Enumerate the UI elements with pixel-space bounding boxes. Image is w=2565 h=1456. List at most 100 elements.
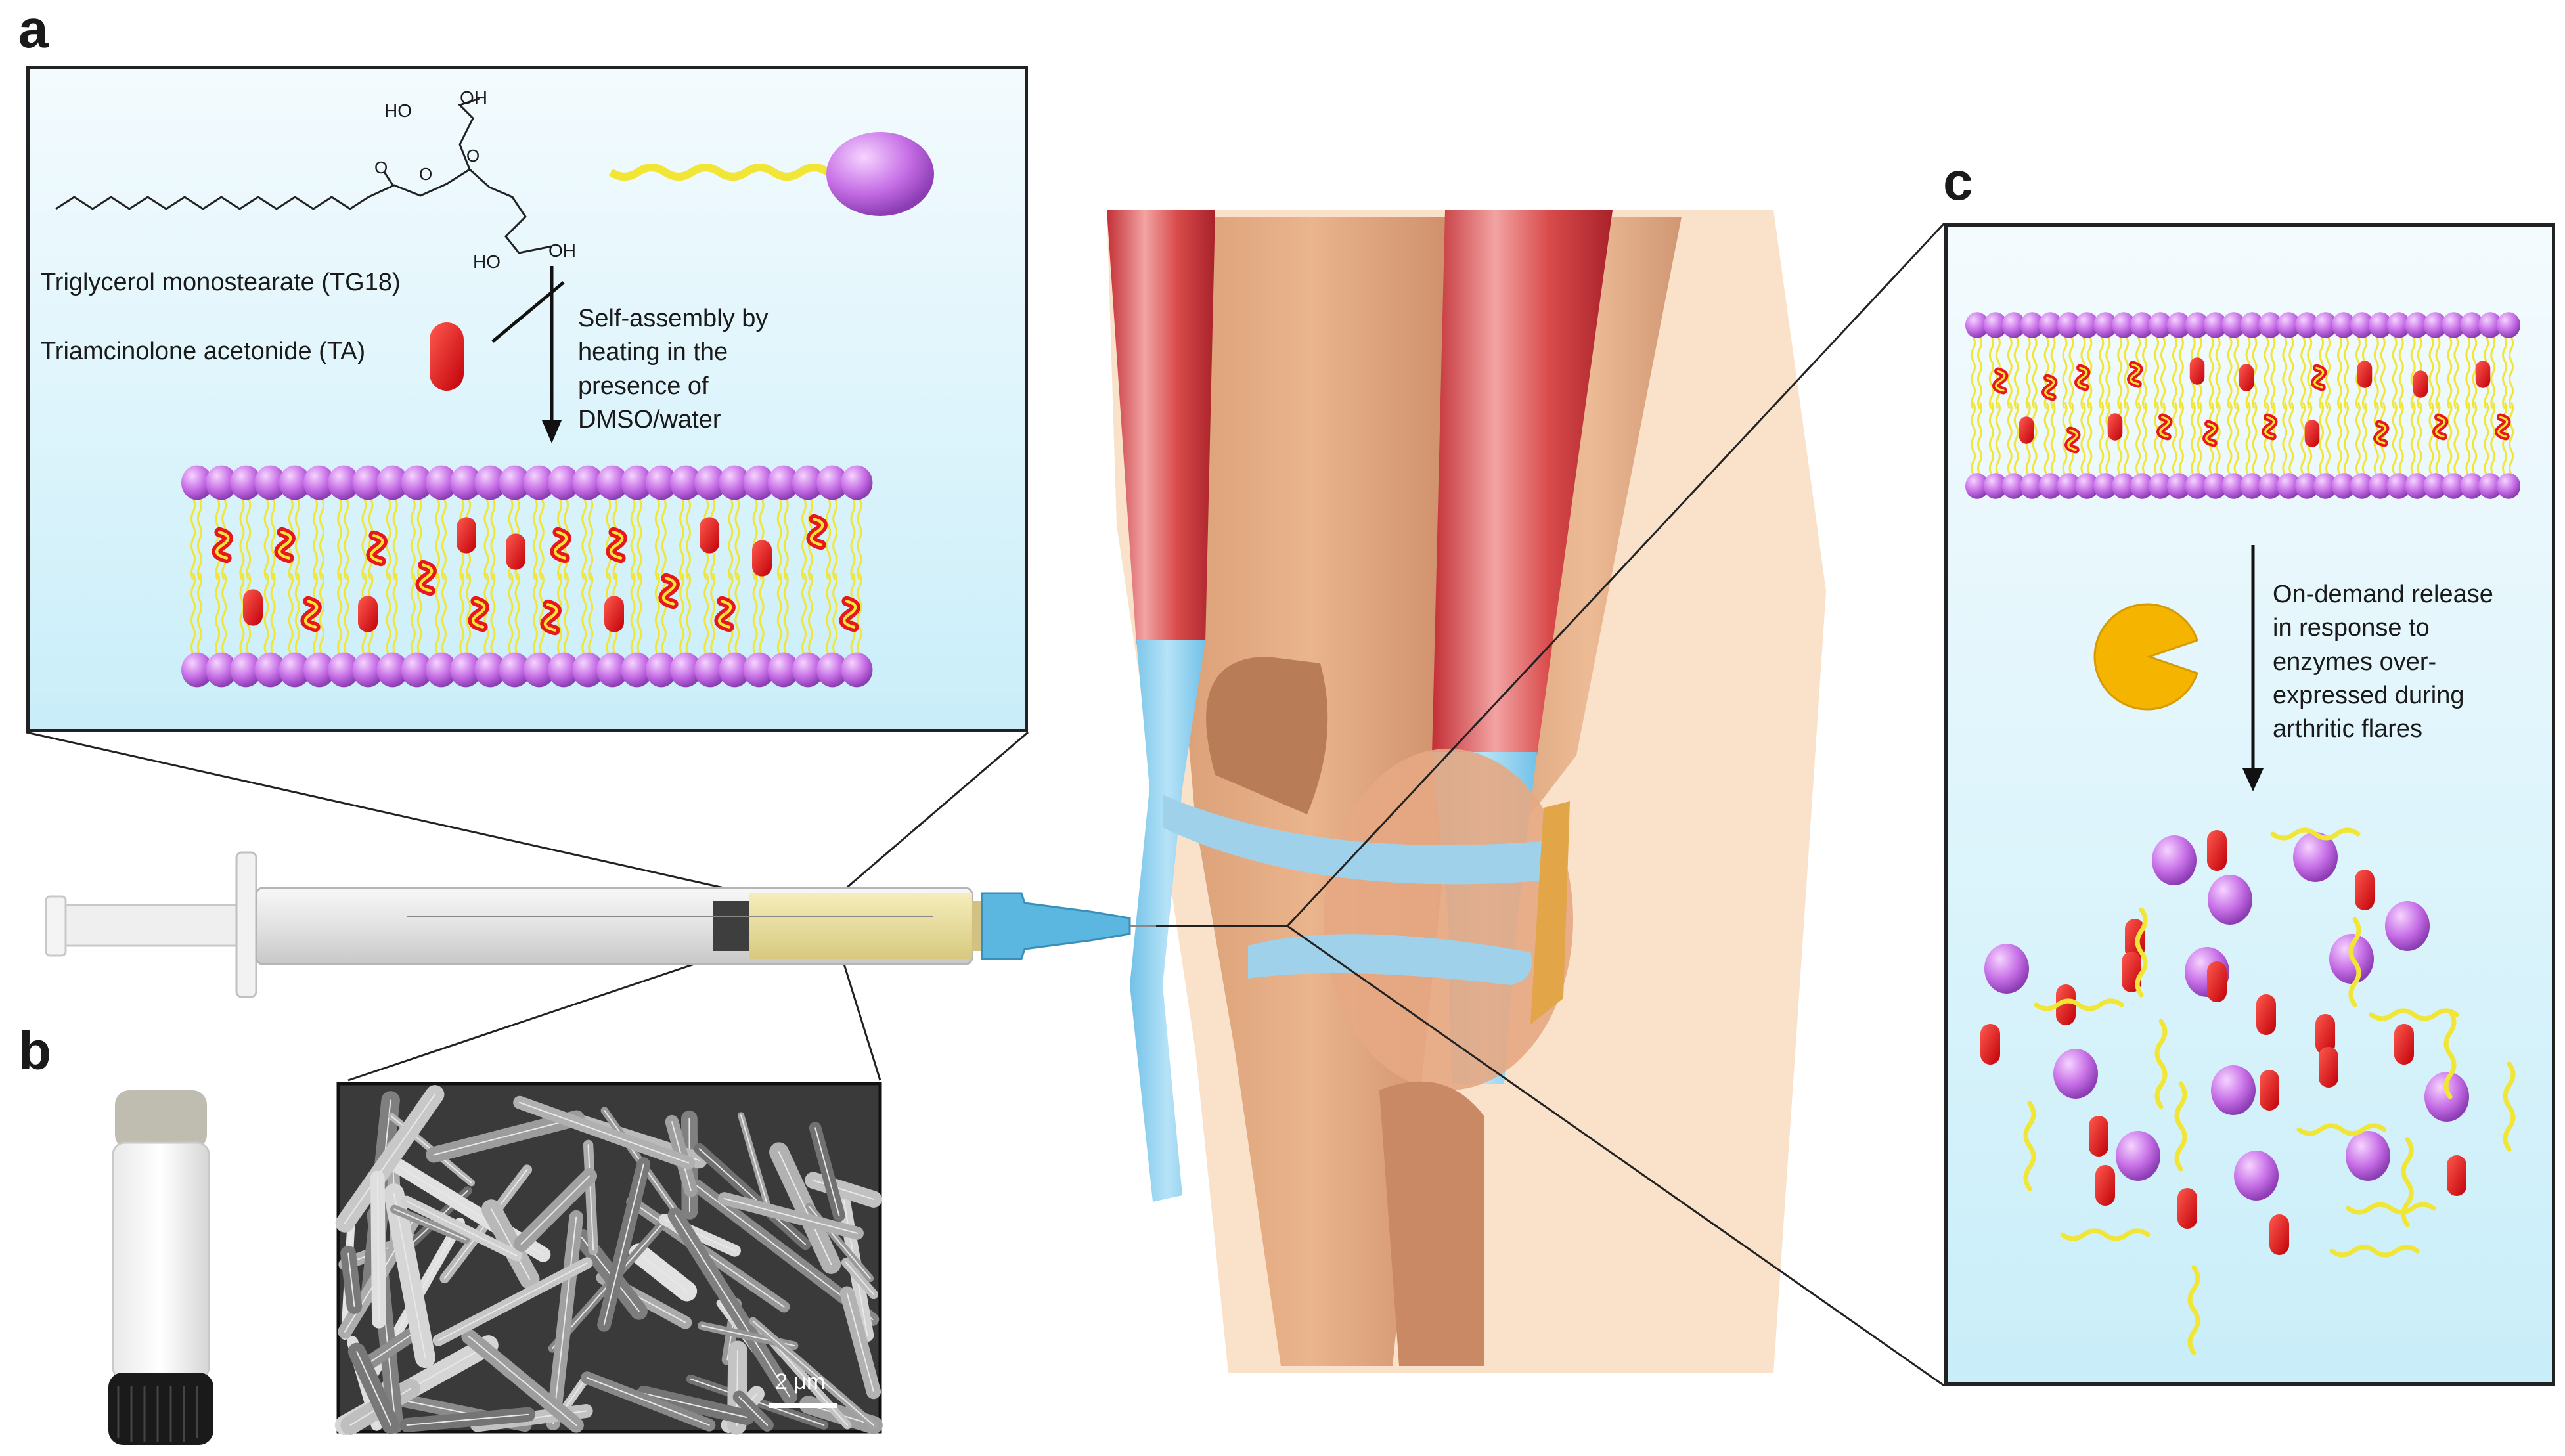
lipid-head bbox=[2313, 312, 2338, 338]
lipid-head bbox=[2203, 473, 2227, 499]
tg18-label: Triglycerol monostearate (TG18) bbox=[41, 269, 401, 296]
lipid-head bbox=[2149, 312, 2172, 338]
lipid-head bbox=[792, 465, 824, 500]
released-lipid-tail bbox=[2348, 917, 2361, 1007]
drug-capsule bbox=[430, 322, 464, 391]
lipid-head bbox=[2130, 473, 2154, 499]
lipid-head bbox=[2038, 473, 2063, 499]
lipid-head bbox=[2258, 312, 2283, 338]
drug-squiggle bbox=[839, 596, 860, 632]
released-lipid-tail bbox=[2329, 1245, 2420, 1258]
released-lipid-head bbox=[2152, 835, 2197, 885]
lipid-head bbox=[2038, 312, 2063, 338]
released-lipid-tail bbox=[2443, 1009, 2457, 1099]
hydroxyl-label-2: OH bbox=[460, 87, 487, 108]
lipid-head bbox=[181, 652, 213, 688]
released-lipid-head bbox=[2208, 875, 2252, 925]
vial-icon bbox=[108, 1090, 213, 1445]
released-lipid-tail bbox=[2034, 998, 2124, 1011]
released-lipid-tail bbox=[2174, 1081, 2187, 1172]
lipid-head bbox=[2277, 312, 2301, 338]
lipid-head bbox=[2258, 473, 2283, 499]
lipid-head bbox=[523, 465, 555, 500]
lipid-head bbox=[303, 465, 335, 500]
lipid-head bbox=[2020, 312, 2044, 338]
released-lipid-head bbox=[2234, 1151, 2279, 1201]
lipid-head bbox=[2350, 312, 2374, 338]
scale-bar-label: 2 μm bbox=[775, 1369, 826, 1394]
lipid-head bbox=[2478, 473, 2503, 499]
drug-capsule bbox=[2447, 1155, 2466, 1196]
drug-squiggle bbox=[2373, 420, 2390, 447]
released-lipid-head bbox=[2053, 1049, 2098, 1099]
lipid-head bbox=[206, 465, 238, 500]
lipid-head bbox=[2368, 473, 2392, 499]
lipid-head bbox=[2166, 473, 2191, 499]
lipid-head bbox=[2057, 473, 2081, 499]
lipid-head bbox=[2112, 312, 2136, 338]
drug-capsule bbox=[2355, 870, 2375, 910]
drug-capsule bbox=[2107, 413, 2123, 441]
lipid-head bbox=[572, 465, 604, 500]
lipid-head bbox=[2442, 473, 2466, 499]
released-lipid-head bbox=[2211, 1065, 2256, 1115]
lipid-head bbox=[254, 465, 286, 500]
lipid-head bbox=[2368, 312, 2392, 338]
lipid-head bbox=[2166, 312, 2191, 338]
released-lipid-tail bbox=[2135, 907, 2148, 998]
drug-squiggle bbox=[2041, 374, 2058, 401]
drug-capsule bbox=[2095, 1165, 2115, 1206]
lipid-head bbox=[743, 465, 775, 500]
drug-capsule bbox=[2315, 1014, 2335, 1055]
drug-squiggle bbox=[212, 527, 233, 563]
drug-capsule bbox=[457, 517, 476, 554]
released-lipid-tail bbox=[2154, 1019, 2168, 1109]
enzyme-pacman-icon bbox=[2093, 603, 2198, 711]
drug-capsule bbox=[2207, 830, 2227, 871]
assembly-line-2: heating in the bbox=[578, 338, 728, 366]
lipid-head bbox=[206, 652, 238, 688]
arrow-head-icon bbox=[2242, 768, 2264, 791]
lipid-head bbox=[2001, 312, 2026, 338]
lipid-head bbox=[2386, 473, 2411, 499]
ester-oxygen-1: O bbox=[374, 158, 388, 177]
lipid-head bbox=[2203, 312, 2227, 338]
lipid-head bbox=[2185, 473, 2209, 499]
sem-micrograph bbox=[334, 1082, 883, 1436]
drug-squiggle bbox=[2127, 361, 2143, 388]
lipid-head bbox=[450, 465, 482, 500]
lipid-head bbox=[596, 465, 629, 500]
release-line-3: enzymes over- bbox=[2273, 648, 2437, 676]
lipid-head bbox=[719, 465, 751, 500]
drug-capsule bbox=[604, 596, 624, 632]
lipid-head bbox=[792, 652, 824, 688]
lipid-bilayer bbox=[1965, 312, 2521, 499]
drug-capsule bbox=[2475, 361, 2491, 388]
ta-label: Triamcinolone acetonide (TA) bbox=[41, 338, 366, 365]
lipid-head bbox=[2442, 312, 2466, 338]
lipid-head bbox=[2057, 312, 2081, 338]
drug-capsule bbox=[2413, 370, 2428, 398]
released-lipid-tail bbox=[2296, 1123, 2387, 1136]
lipid-head bbox=[474, 652, 506, 688]
lipid-head bbox=[767, 465, 799, 500]
lipid-head bbox=[572, 652, 604, 688]
drug-squiggle bbox=[606, 527, 627, 563]
lipid-head bbox=[816, 652, 849, 688]
lipid-head bbox=[2240, 473, 2264, 499]
drug-capsule bbox=[2256, 994, 2276, 1035]
drug-squiggle bbox=[806, 514, 828, 550]
drug-squiggle bbox=[366, 530, 388, 567]
lipid-head bbox=[694, 652, 726, 688]
lipid-head bbox=[2460, 473, 2484, 499]
lipid-head bbox=[2093, 473, 2118, 499]
drug-capsule bbox=[243, 589, 263, 626]
release-line-5: arthritic flares bbox=[2273, 715, 2423, 743]
released-lipid-head bbox=[2424, 1072, 2469, 1122]
drug-squiggle bbox=[550, 527, 571, 563]
drug-capsule bbox=[2239, 364, 2254, 391]
lipid-head bbox=[499, 465, 531, 500]
drug-squiggle bbox=[468, 596, 489, 632]
lipid-head bbox=[401, 652, 433, 688]
